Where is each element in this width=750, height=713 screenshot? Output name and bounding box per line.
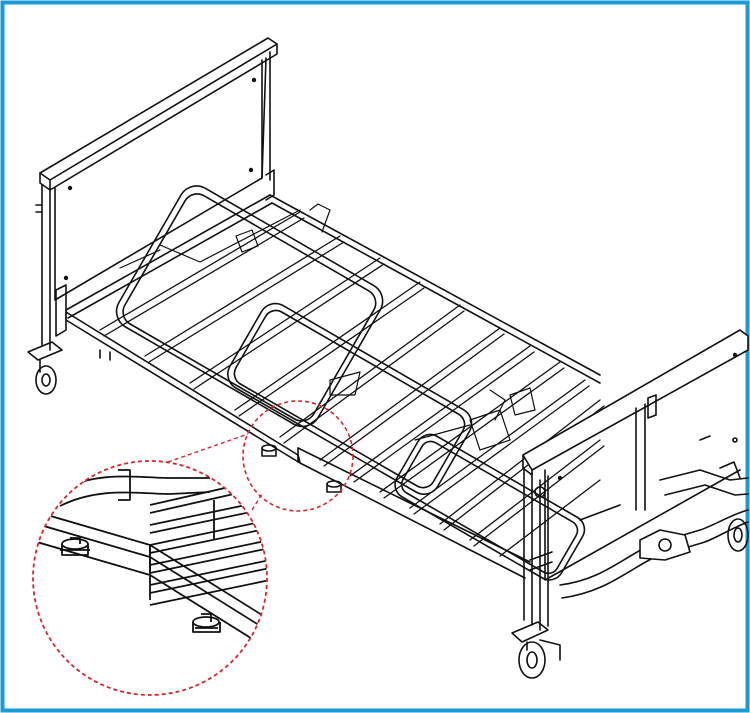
lift-actuator bbox=[559, 435, 749, 599]
zoom-detail bbox=[32, 460, 268, 696]
callout-connector-bottom bbox=[251, 493, 263, 511]
callout-zoom-circle bbox=[32, 460, 268, 696]
callout-source-circle bbox=[242, 400, 354, 512]
foot-legs bbox=[511, 467, 561, 679]
under-feet bbox=[99, 349, 342, 493]
support-grid-2 bbox=[227, 302, 473, 495]
headboard bbox=[39, 37, 278, 301]
mechanism bbox=[119, 203, 536, 451]
support-grid-3 bbox=[394, 433, 586, 581]
callout-connector-top bbox=[167, 433, 249, 463]
head-legs bbox=[27, 169, 275, 395]
support-grid-1 bbox=[115, 185, 384, 428]
footboard bbox=[522, 329, 749, 581]
bed-drawing bbox=[27, 37, 749, 679]
